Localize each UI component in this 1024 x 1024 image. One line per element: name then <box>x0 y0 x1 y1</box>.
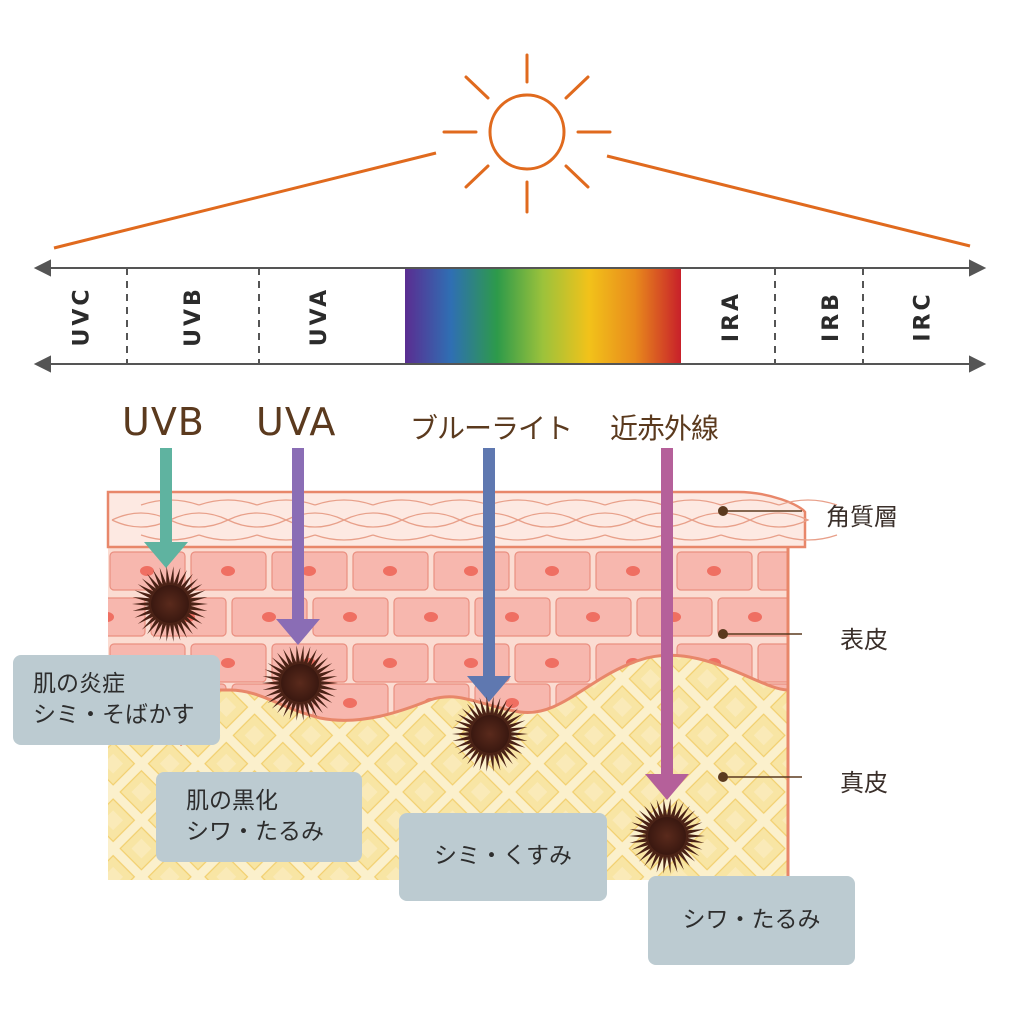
epidermis-cell <box>514 551 591 591</box>
ray-label-uva: UVA <box>256 400 337 444</box>
band-label-irb: IRB <box>818 290 844 342</box>
epidermis-cell <box>271 551 348 591</box>
ray-label-near-infrared: 近赤外線 <box>610 412 719 445</box>
melanin-burst-icon <box>262 645 338 721</box>
epidermis-cell <box>676 551 753 591</box>
epidermis-cell <box>352 551 429 591</box>
effect-line: シワ・たるみ <box>186 819 324 845</box>
band-label-irc: IRC <box>910 290 936 342</box>
epidermis-cell <box>393 597 470 637</box>
effect-line: 肌の黒化 <box>186 787 278 814</box>
layer-label-epidermis: 表皮 <box>840 626 888 654</box>
epidermis-cell <box>433 551 510 591</box>
epidermis-cell <box>352 643 429 683</box>
epidermis-cell <box>312 597 389 637</box>
epidermis-cell <box>312 683 389 721</box>
epidermis-cell <box>514 643 591 683</box>
epidermis-cell <box>757 643 788 683</box>
sun-icon <box>442 53 612 214</box>
effect-box-blue-light: シミ・くすみ <box>399 813 607 901</box>
ray-label-uvb: UVB <box>122 400 205 444</box>
melanin-burst-icon <box>132 566 208 642</box>
effect-line: 肌の炎症 <box>33 670 125 697</box>
sun-fan-lines <box>53 151 971 250</box>
band-label-uvc: UVC <box>69 285 95 347</box>
uva-arrow <box>276 448 320 645</box>
layer-label-dermis: 真皮 <box>840 769 888 797</box>
epidermis-cell <box>190 551 267 591</box>
epidermis-cell <box>595 551 672 591</box>
effect-line: シミ・そばかす <box>33 702 195 728</box>
epidermis-cell <box>757 551 788 591</box>
effect-box-uva: 肌の黒化 シワ・たるみ <box>156 772 362 862</box>
epidermis-cell <box>717 597 788 637</box>
blue-light-arrow <box>467 448 511 702</box>
band-label-uva: UVA <box>307 286 333 346</box>
effect-box-near-infrared: シワ・たるみ <box>648 876 855 965</box>
near-infrared-arrow <box>645 448 689 800</box>
band-label-uvb: UVB <box>180 285 206 347</box>
epidermis-cell <box>108 597 146 637</box>
melanin-burst-icon <box>452 696 528 772</box>
visible-light-band <box>405 269 681 364</box>
epidermis-cell <box>555 597 632 637</box>
effect-line: シワ・たるみ <box>682 906 821 933</box>
epidermis-cell <box>636 597 713 637</box>
ray-label-blue-light: ブルーライト <box>410 412 573 445</box>
band-label-ira: IRA <box>719 290 745 342</box>
effect-line: シミ・くすみ <box>434 843 572 870</box>
uvb-arrow <box>144 448 188 568</box>
melanin-burst-icon <box>629 798 705 874</box>
effect-box-uvb: 肌の炎症 シミ・そばかす <box>13 655 220 745</box>
layer-pointers <box>718 506 802 782</box>
layer-label-stratum-corneum: 角質層 <box>826 503 898 531</box>
spectrum-bar <box>33 259 987 373</box>
